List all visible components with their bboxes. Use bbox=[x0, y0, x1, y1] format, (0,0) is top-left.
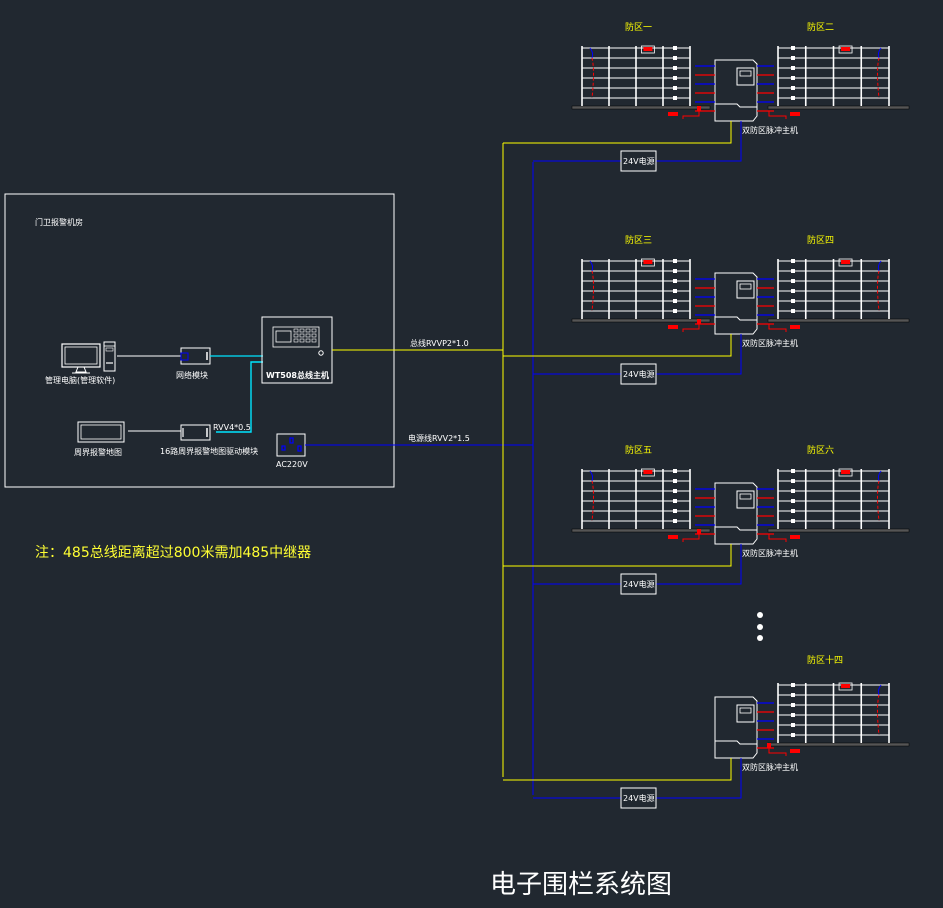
warning-sign-icon bbox=[641, 468, 655, 477]
grounding-icon bbox=[790, 749, 800, 753]
power-cable-label: 电源线RVV2*1.5 bbox=[408, 433, 470, 443]
warning-sign-icon bbox=[838, 45, 853, 54]
ground-line bbox=[767, 742, 910, 747]
zone-label: 防区一 bbox=[625, 21, 652, 33]
pulse-host-icon bbox=[714, 696, 758, 759]
psu-label: 24V电源 bbox=[623, 579, 655, 589]
grounding-icon bbox=[668, 325, 678, 329]
bus-tap-line bbox=[503, 544, 732, 567]
pulse-host-label: 双防区脉冲主机 bbox=[742, 125, 798, 135]
fence-icon bbox=[571, 468, 711, 533]
fence-icon bbox=[767, 468, 910, 533]
network-module-label: 网络模块 bbox=[176, 370, 208, 380]
bus-cable-label: 总线RVVP2*1.0 bbox=[410, 338, 469, 348]
grounding-icon bbox=[668, 535, 678, 539]
fence-icon bbox=[571, 45, 711, 110]
trunk-lines: 总线RVVP2*1.0 电源线RVV2*1.5 bbox=[305, 143, 534, 795]
bus-tap-line bbox=[503, 121, 732, 144]
pulse-host-icon bbox=[714, 272, 758, 335]
fence-icon bbox=[767, 682, 910, 747]
zone-label: 防区五 bbox=[625, 444, 652, 456]
socket-label: AC220V bbox=[276, 460, 308, 469]
fence-icon bbox=[767, 45, 910, 110]
warning-sign-icon bbox=[838, 682, 853, 691]
ground-line bbox=[571, 318, 711, 323]
fence-units: 防区一防区二双防区脉冲主机24V电源防区三防区四双防区脉冲主机24V电源防区五防… bbox=[503, 21, 910, 809]
ground-line bbox=[571, 105, 711, 110]
warning-sign-icon bbox=[641, 258, 655, 267]
zone-label: 防区六 bbox=[807, 444, 834, 456]
fence-icon bbox=[571, 258, 711, 323]
grounding-icon bbox=[790, 325, 800, 329]
map-driver-module-icon bbox=[180, 424, 211, 441]
psu-24v-icon bbox=[620, 787, 657, 809]
psu-label: 24V电源 bbox=[623, 156, 655, 166]
control-room-border bbox=[4, 193, 395, 488]
diagram-title: 电子围栏系统图 bbox=[490, 870, 672, 900]
control-room: 门卫报警机房 管理电脑(管理软件) 网络模块 bbox=[4, 193, 395, 488]
power-tap-line bbox=[533, 758, 742, 799]
warning-sign-icon bbox=[641, 45, 655, 54]
pulse-host-label: 双防区脉冲主机 bbox=[742, 338, 798, 348]
alarm-map-icon bbox=[77, 421, 125, 443]
vertical-dots-icon bbox=[757, 612, 763, 641]
zone-label: 防区二 bbox=[807, 21, 834, 33]
power-tap-line bbox=[533, 544, 742, 585]
psu-label: 24V电源 bbox=[623, 793, 655, 803]
psu-24v-icon bbox=[620, 150, 657, 172]
fence-icon bbox=[767, 258, 910, 323]
pulse-host-icon bbox=[714, 59, 758, 122]
power-tap-line bbox=[533, 334, 742, 375]
bus-tap-line bbox=[503, 334, 732, 357]
grounding-icon bbox=[790, 112, 800, 116]
zone-label: 防区四 bbox=[807, 234, 834, 246]
ground-line bbox=[767, 318, 910, 323]
bus-host-label: WT508总线主机 bbox=[266, 370, 329, 380]
warning-sign-icon bbox=[838, 258, 853, 267]
psu-label: 24V电源 bbox=[623, 369, 655, 379]
zone-label: 防区三 bbox=[625, 234, 652, 246]
psu-24v-icon bbox=[620, 363, 657, 385]
warning-sign-icon bbox=[838, 468, 853, 477]
bus-tap-line bbox=[503, 758, 732, 781]
computer-icon bbox=[61, 341, 116, 374]
psu-24v-icon bbox=[620, 573, 657, 595]
ground-line bbox=[571, 528, 711, 533]
map-driver-label: 16路周界报警地图驱动模块 bbox=[160, 446, 258, 456]
power-tap-line bbox=[533, 121, 742, 162]
network-module-icon bbox=[180, 347, 211, 365]
computer-label: 管理电脑(管理软件) bbox=[45, 375, 115, 385]
repeater-note: 注：485总线距离超过800米需加485中继器 bbox=[35, 544, 311, 561]
grounding-icon bbox=[790, 535, 800, 539]
zone-label: 防区十四 bbox=[807, 654, 843, 666]
map-driver-cyan-line bbox=[216, 361, 263, 433]
alarm-map-label: 周界报警地图 bbox=[74, 447, 122, 457]
grounding-icon bbox=[668, 112, 678, 116]
pulse-host-icon bbox=[714, 482, 758, 545]
ground-line bbox=[767, 528, 910, 533]
power-socket-icon bbox=[276, 433, 306, 457]
ground-line bbox=[767, 105, 910, 110]
control-room-label: 门卫报警机房 bbox=[35, 217, 83, 227]
pulse-host-label: 双防区脉冲主机 bbox=[742, 548, 798, 558]
cable-label: RVV4*0.5 bbox=[213, 423, 251, 432]
pulse-host-label: 双防区脉冲主机 bbox=[742, 762, 798, 772]
